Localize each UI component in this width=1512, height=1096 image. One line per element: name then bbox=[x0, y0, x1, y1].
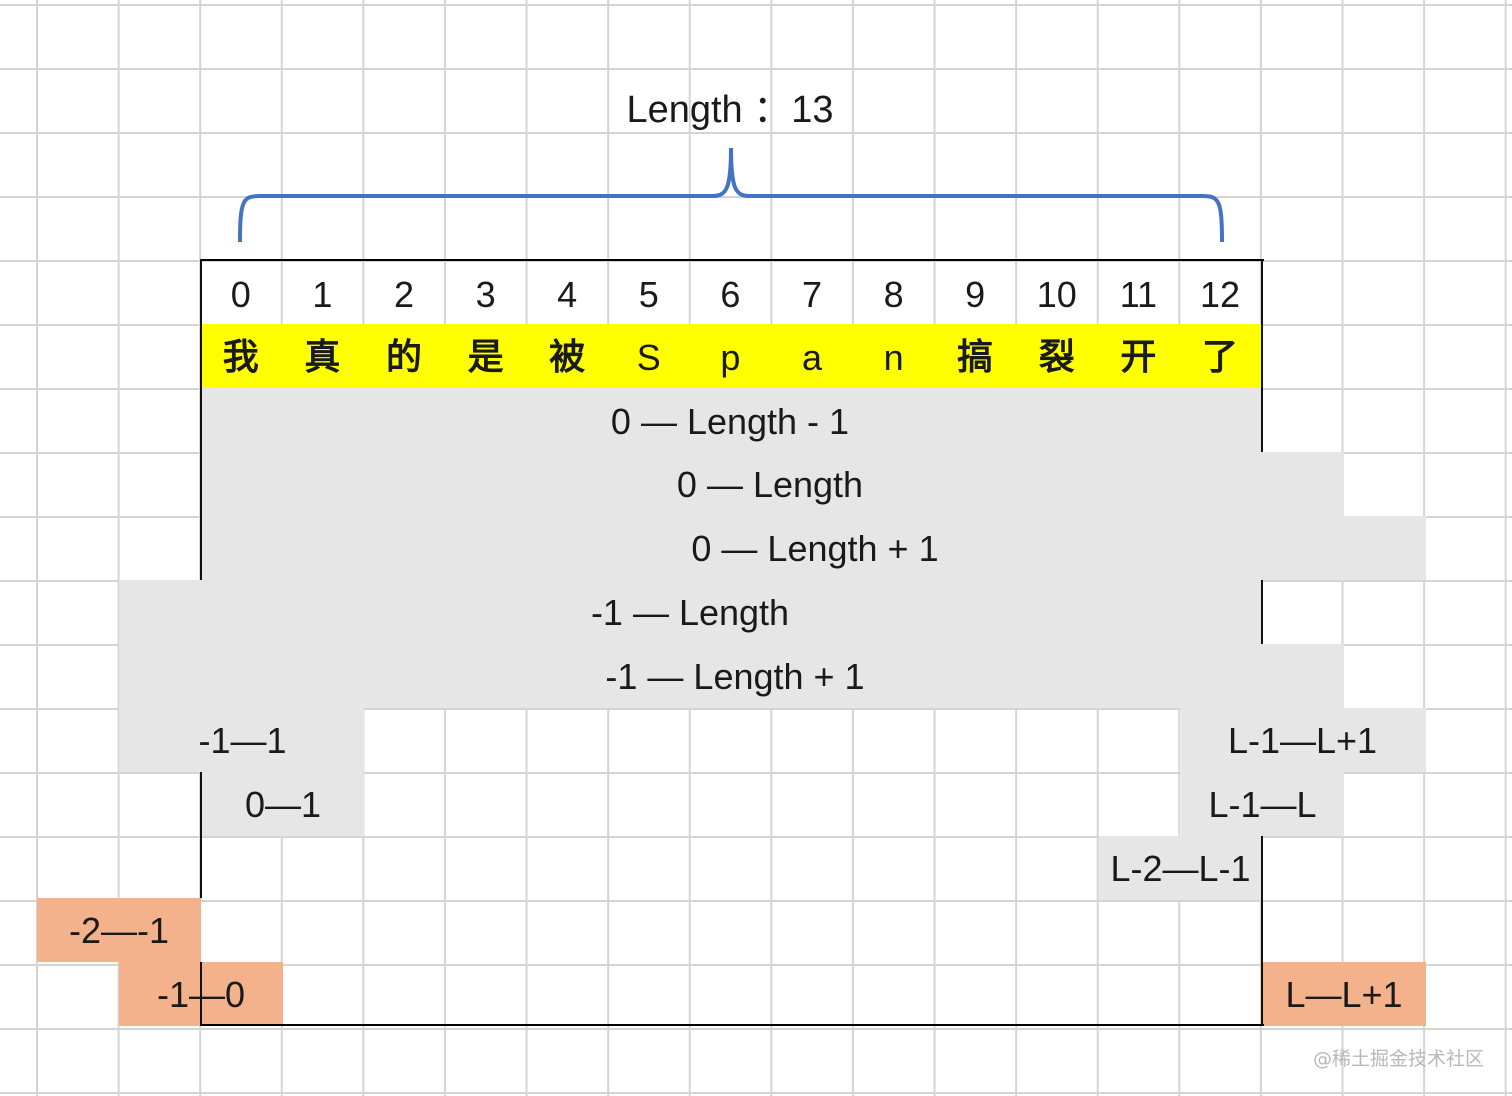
box-left-border-upper bbox=[200, 259, 202, 580]
range-label-L2-L1: L-2—L-1 bbox=[1110, 848, 1251, 889]
character-cell: 搞 bbox=[957, 337, 994, 378]
range-label-L-L1: L—L+1 bbox=[1285, 974, 1403, 1015]
range-bar-0-1 bbox=[202, 772, 364, 836]
range-bar-L-L1 bbox=[1262, 962, 1426, 1026]
box-left-border-bottom bbox=[200, 962, 202, 1026]
index-cell: 10 bbox=[1036, 274, 1077, 315]
range-bar-0-length-plus-1 bbox=[202, 516, 1426, 580]
range-bar-minus1-length bbox=[119, 580, 1262, 644]
range-bar-minus2-minus1 bbox=[37, 898, 201, 962]
index-cell: 0 bbox=[230, 274, 251, 315]
character-cell: 我 bbox=[222, 337, 259, 378]
index-cell: 11 bbox=[1119, 274, 1158, 315]
watermark: @稀土掘金技术社区 bbox=[1312, 1048, 1484, 1070]
range-label-minus1-1: -1—1 bbox=[198, 720, 287, 761]
range-bar-L2-L1 bbox=[1099, 836, 1262, 900]
index-cell: 4 bbox=[557, 274, 578, 315]
range-bar-0-length bbox=[202, 452, 1344, 516]
range-label-minus1-0: -1—0 bbox=[156, 974, 246, 1015]
index-cell: 1 bbox=[312, 274, 333, 315]
character-cell: 是 bbox=[467, 337, 504, 378]
character-cell: 真 bbox=[304, 337, 341, 378]
character-cell: p bbox=[720, 337, 741, 378]
range-label-0-length-plus-1: 0 — Length + 1 bbox=[691, 528, 939, 569]
range-bar-L1-L bbox=[1181, 772, 1344, 836]
character-cell: 被 bbox=[549, 337, 586, 378]
index-cell: 12 bbox=[1199, 274, 1240, 315]
length-brace bbox=[238, 147, 1224, 243]
character-cell: 了 bbox=[1201, 337, 1238, 378]
index-cell: 3 bbox=[475, 274, 496, 315]
range-bar-0-length-minus-1 bbox=[202, 388, 1262, 452]
index-cell: 8 bbox=[883, 274, 904, 315]
range-label-minus1-length: -1 — Length bbox=[590, 592, 790, 633]
range-label-minus1-length-plus-1: -1 — Length + 1 bbox=[605, 656, 865, 697]
index-cell: 5 bbox=[638, 274, 659, 315]
length-title: Length ：13 bbox=[626, 88, 834, 131]
range-bar-minus1-length-plus-1 bbox=[119, 644, 1344, 708]
range-label-0-length-minus-1: 0 — Length - 1 bbox=[610, 401, 850, 442]
range-label-0-length: 0 — Length bbox=[676, 464, 864, 505]
box-left-border-lower bbox=[200, 772, 202, 898]
character-cell: a bbox=[801, 337, 822, 378]
index-cell: 9 bbox=[965, 274, 986, 315]
index-cell: 2 bbox=[393, 274, 414, 315]
character-cell: 开 bbox=[1120, 337, 1157, 378]
range-bar-L1-L1 bbox=[1181, 708, 1426, 772]
range-label-L1-L: L-1—L bbox=[1208, 784, 1317, 825]
character-cell: S bbox=[636, 337, 661, 378]
range-label-L1-L1: L-1—L+1 bbox=[1227, 720, 1378, 761]
box-right-border-upper bbox=[1261, 259, 1263, 452]
character-cell: n bbox=[883, 337, 904, 378]
character-row-highlight bbox=[202, 324, 1262, 388]
character-cell: 裂 bbox=[1038, 337, 1075, 378]
box-top-border bbox=[200, 259, 1264, 261]
box-right-border-mid bbox=[1261, 580, 1263, 644]
box-right-border-lower bbox=[1261, 836, 1263, 1026]
index-cell: 7 bbox=[801, 274, 822, 315]
range-label-0-1: 0—1 bbox=[244, 784, 322, 825]
character-cell: 的 bbox=[385, 337, 422, 378]
box-bottom-border bbox=[200, 1024, 1264, 1026]
index-cell: 6 bbox=[720, 274, 741, 315]
range-label-minus2-minus1: -2—-1 bbox=[68, 910, 170, 951]
brace-path bbox=[238, 147, 1224, 243]
range-bar-minus1-1 bbox=[119, 708, 364, 772]
